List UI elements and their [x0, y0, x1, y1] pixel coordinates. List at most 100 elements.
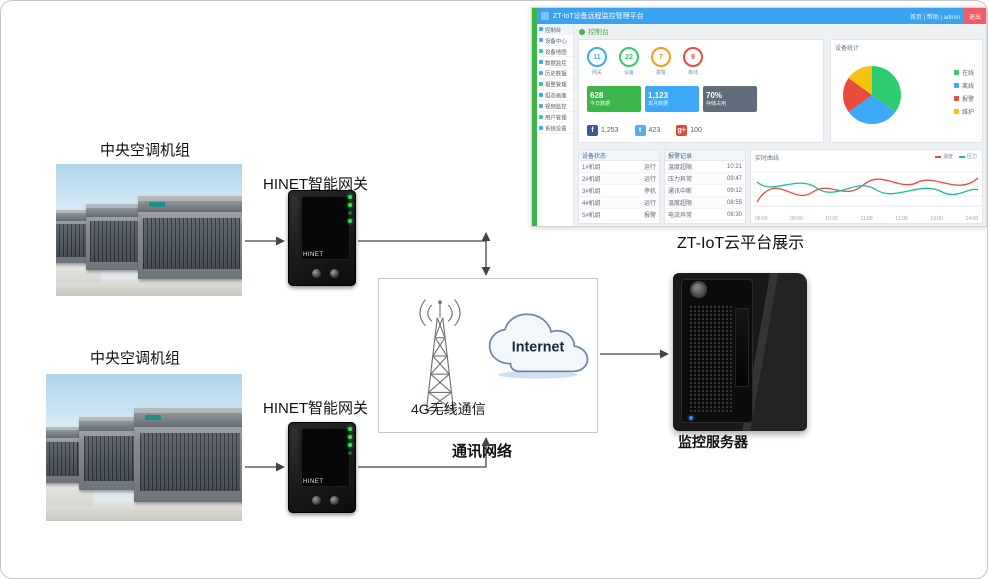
drive-slot	[734, 307, 750, 387]
table-row: 2#机组运行	[579, 173, 659, 185]
sidebar-item-label: 用户管理	[545, 115, 567, 122]
table-row: 3#机组停机	[579, 185, 659, 197]
gateway-device-2: HINET	[288, 422, 356, 513]
internet-cloud-text: Internet	[512, 340, 565, 356]
twitter-icon: t	[634, 125, 646, 136]
server-image	[673, 273, 807, 431]
antenna-ports	[300, 492, 350, 508]
stat-value: 22	[619, 47, 639, 67]
wireless-4g-label: 4G无线通信	[411, 401, 486, 417]
legend-label: 在线	[961, 71, 974, 77]
sidebar-item-history[interactable]: 历史数据	[537, 68, 573, 79]
sidebar-item-console[interactable]: 控制台	[537, 24, 573, 35]
tab-console-label: 控制台	[588, 29, 609, 36]
antenna-ports	[300, 265, 350, 281]
menu-icon	[539, 49, 543, 53]
chart-legend: 温度 压力	[934, 153, 977, 160]
card-label: 存储占用	[706, 101, 727, 107]
chart-title: 实时曲线	[755, 156, 780, 162]
stat-label: 报警	[655, 70, 666, 76]
legend-dot	[953, 70, 959, 75]
menu-icon	[539, 93, 543, 97]
menu-icon	[539, 71, 543, 75]
server-label: 监控服务器	[678, 434, 748, 450]
legend-label: 离线	[961, 84, 974, 90]
dashboard-sidebar: 控制台 设备中心 设备地图 数据监控 历史数据 报警管理 组态画面 视频监控 用…	[537, 24, 574, 226]
ac-photo-2	[46, 374, 242, 521]
legend-label: 维护	[961, 110, 974, 116]
social-count: 100	[690, 127, 702, 134]
front-panel	[301, 196, 350, 260]
table-title: 设备状态	[579, 150, 659, 161]
device-status-table: 设备状态 1#机组运行 2#机组运行 3#机组停机 4#机组运行 5#机组报警	[578, 149, 660, 224]
social-count: 1,253	[601, 127, 619, 134]
logout-button[interactable]: 退出	[963, 8, 986, 24]
card-label: 今日数据	[590, 101, 611, 107]
card-value: 628	[590, 91, 604, 100]
dashboard-left-accent	[532, 8, 537, 226]
server-badge	[691, 283, 705, 297]
internet-cloud-icon: Internet	[488, 313, 589, 379]
sidebar-item-video[interactable]: 视频监控	[537, 101, 573, 112]
sidebar-item-scada[interactable]: 组态画面	[537, 90, 573, 101]
sidebar-item-map[interactable]: 设备地图	[537, 46, 573, 57]
server-vents	[689, 304, 732, 413]
menu-icon	[539, 104, 543, 108]
sidebar-item-label: 组态画面	[545, 93, 567, 100]
ac-unit-near	[134, 407, 242, 502]
stat-value: 11	[587, 47, 607, 67]
table-title: 报警记录	[665, 150, 745, 161]
tab-console[interactable]: 控制台	[579, 27, 609, 37]
app-logo	[541, 12, 549, 20]
sidebar-item-devices[interactable]: 设备中心	[537, 35, 573, 46]
din-flange	[291, 428, 298, 507]
rooftop-floor	[56, 276, 242, 296]
rooftop-floor	[46, 498, 242, 521]
topbar-links[interactable]: 首页 | 帮助 | admin	[909, 14, 960, 21]
sidebar-item-label: 历史数据	[545, 71, 567, 78]
ac-photo-1	[56, 164, 242, 296]
stat-label: 网关	[591, 70, 602, 76]
stat-label: 离线	[687, 70, 698, 76]
status-leds	[348, 195, 352, 223]
sidebar-item-alarms[interactable]: 报警管理	[537, 79, 573, 90]
sidebar-item-users[interactable]: 用户管理	[537, 112, 573, 123]
stat-gateways: 11 网关	[587, 47, 607, 76]
gateway-brand-text: HINET	[303, 252, 324, 258]
card-value: 1,123	[648, 91, 669, 100]
googleplus-icon: g+	[676, 125, 688, 136]
table-row: 4#机组运行	[579, 197, 659, 209]
pie-legend: 在线 离线 报警 维护	[953, 68, 974, 120]
platform-caption: ZT-IoT云平台展示	[677, 235, 805, 252]
sidebar-item-settings[interactable]: 系统设置	[537, 123, 573, 134]
stat-value: 9	[683, 47, 703, 67]
menu-icon	[539, 115, 543, 119]
table-row: 5#机组报警	[579, 209, 659, 221]
comm-network-label: 通讯网络	[452, 443, 513, 460]
stat-offline: 9 离线	[683, 47, 703, 76]
sidebar-item-monitor[interactable]: 数据监控	[537, 57, 573, 68]
unit-logo	[148, 202, 165, 208]
googleplus-stat[interactable]: g+100	[676, 125, 702, 136]
front-panel	[301, 428, 350, 487]
line-chart	[753, 171, 982, 207]
menu-icon	[539, 126, 543, 130]
kpi-card-storage: 70%存储占用	[703, 86, 757, 112]
facebook-icon: f	[587, 125, 598, 136]
sidebar-item-label: 数据监控	[545, 60, 567, 67]
legend-dot	[953, 109, 959, 114]
sidebar-item-label: 设备地图	[545, 49, 567, 56]
menu-icon	[539, 60, 543, 64]
social-count: 423	[648, 127, 661, 134]
comm-network-box: Internet 4G无线通信	[378, 278, 598, 433]
